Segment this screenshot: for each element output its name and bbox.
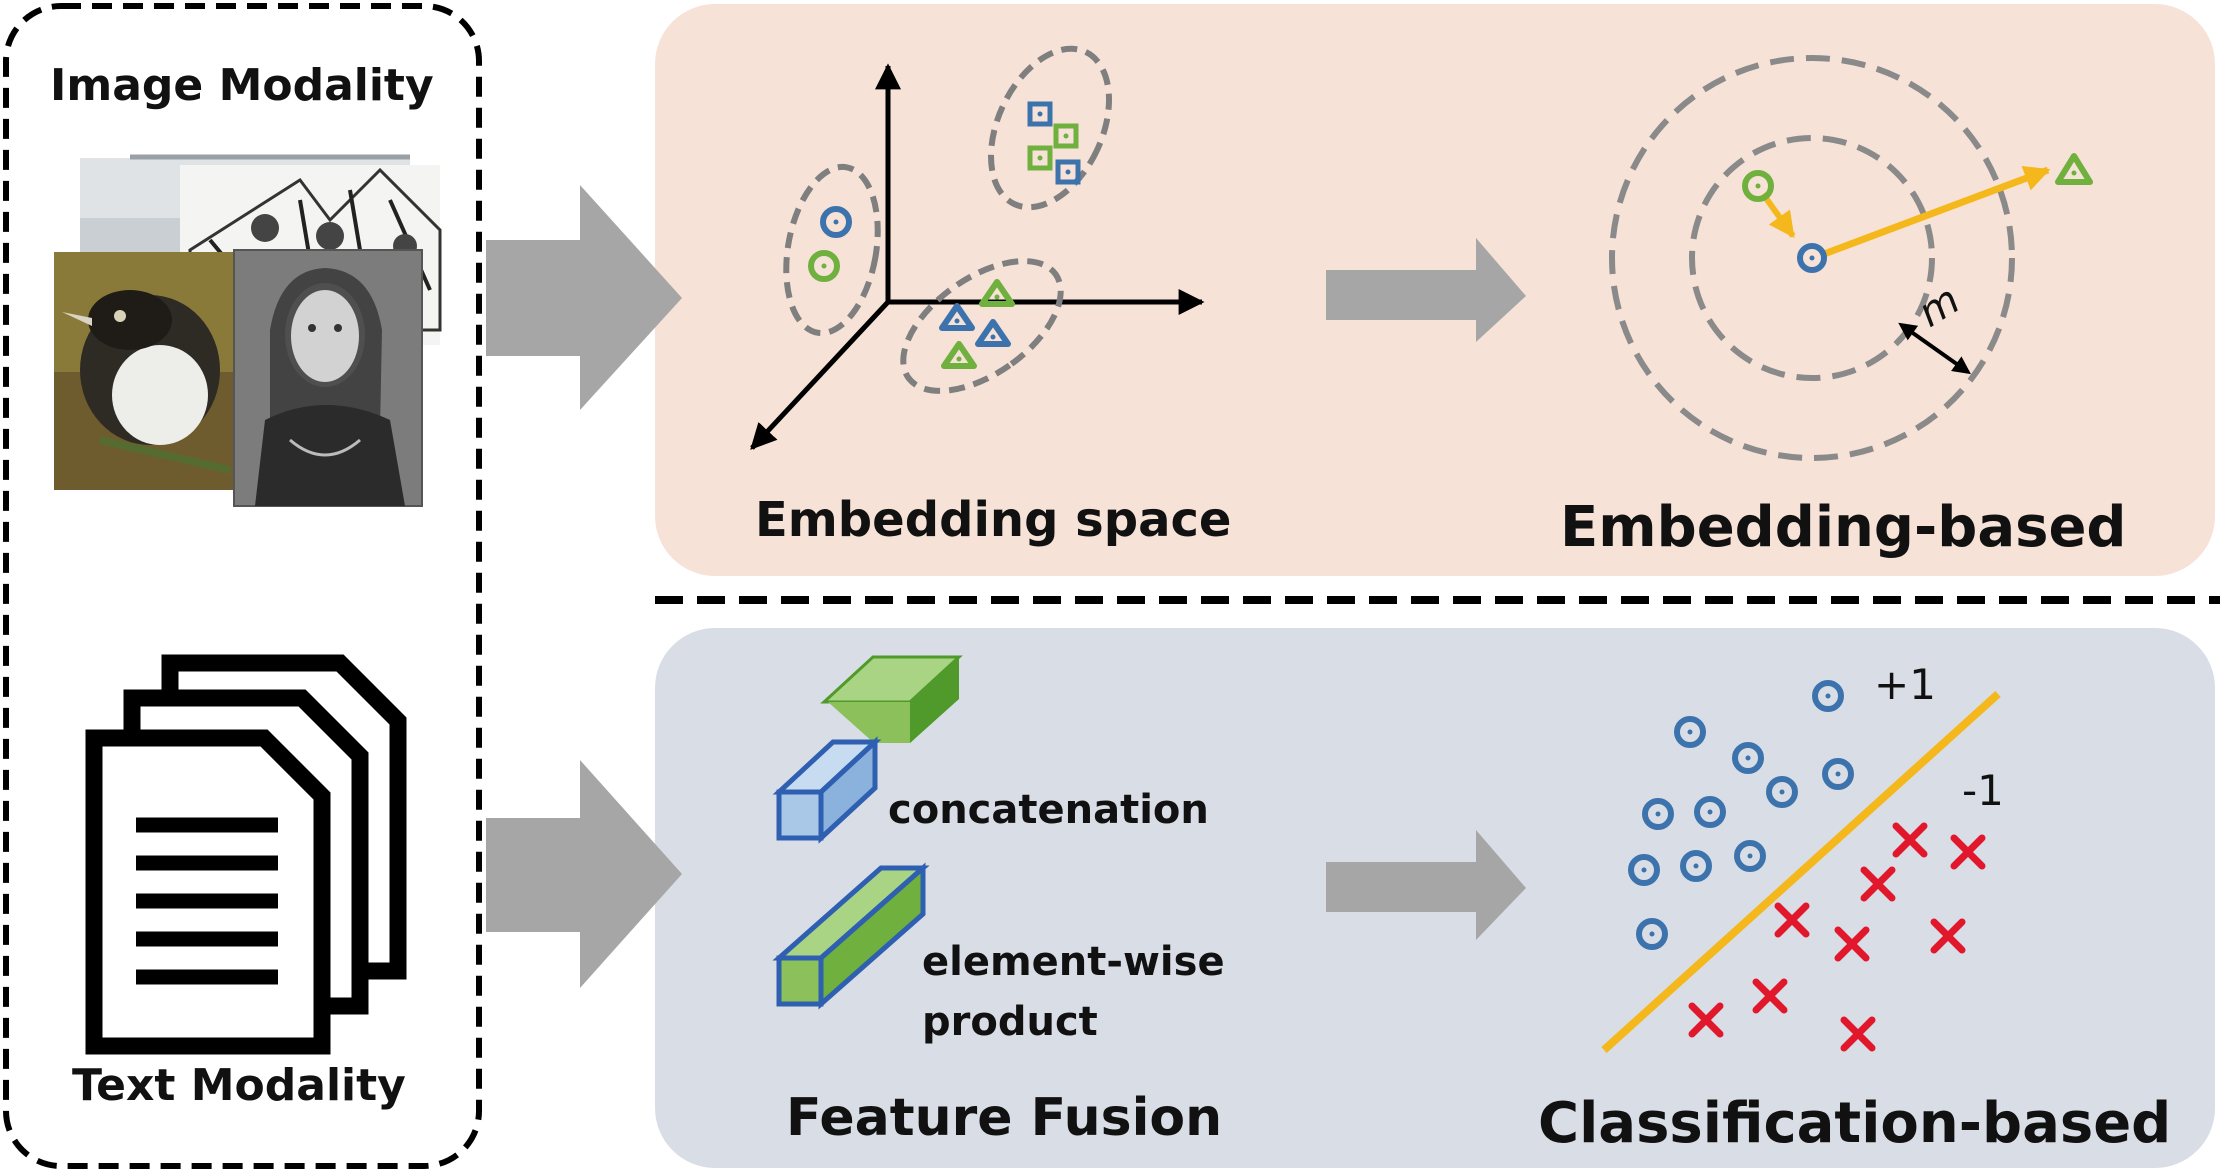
positive-point	[1732, 742, 1764, 774]
positive-point	[1734, 840, 1766, 872]
image-to-embedding-arrow	[486, 185, 682, 410]
positive-point-dot	[1641, 867, 1647, 873]
cluster-squares	[987, 45, 1113, 211]
positive-point	[1680, 850, 1712, 882]
negative-point	[1840, 1016, 1876, 1052]
embedding-based-label: Embedding-based	[1560, 495, 2127, 560]
positive-point-dot	[1655, 811, 1661, 817]
decision-boundary	[1601, 691, 2001, 1053]
positive-point	[1636, 918, 1668, 950]
concat-block	[772, 655, 963, 844]
concatenation-label: concatenation	[888, 787, 1209, 833]
negative-point	[1774, 902, 1810, 938]
negative-point	[1834, 926, 1870, 962]
image-modality-title: Image Modality	[50, 60, 434, 111]
cluster-markers	[808, 101, 1081, 369]
negative-class-label: -1	[1962, 766, 2004, 815]
positive-point-dot	[1747, 853, 1753, 859]
positive-point-dot	[1779, 789, 1785, 795]
positive-point-dot	[1835, 771, 1841, 777]
positive-points	[1628, 680, 1854, 950]
margin-diagram	[1609, 55, 2093, 461]
document-stack-icon	[85, 654, 407, 1055]
positive-point-dot	[1707, 809, 1713, 815]
positive-point	[1694, 796, 1726, 828]
negative-point	[1688, 1002, 1724, 1038]
negative-point	[1892, 822, 1928, 858]
text-to-fusion-arrow	[486, 760, 682, 988]
positive-class-label: +1	[1874, 660, 1936, 709]
negative-point	[1930, 918, 1966, 954]
positive-point	[1812, 680, 1844, 712]
positive-point	[1822, 758, 1854, 790]
element-wise-label: element-wise	[922, 939, 1225, 985]
feature-fusion-label: Feature Fusion	[786, 1088, 1223, 1148]
negative-point	[1950, 834, 1986, 870]
negative-point	[1860, 866, 1896, 902]
embedding-inner-arrow	[1326, 238, 1526, 342]
positive-point-dot	[1745, 755, 1751, 761]
positive-point-dot	[1649, 931, 1655, 937]
positive-point-dot	[1825, 693, 1831, 699]
product-block	[772, 862, 930, 1010]
positive-point	[1642, 798, 1674, 830]
positive-point	[1628, 854, 1660, 886]
text-modality-title: Text Modality	[72, 1060, 406, 1111]
negative-points	[1688, 822, 1986, 1052]
negative-point	[1752, 978, 1788, 1014]
fusion-inner-arrow	[1326, 830, 1526, 940]
positive-point	[1674, 716, 1706, 748]
positive-point-dot	[1693, 863, 1699, 869]
cluster-circles	[783, 163, 881, 337]
image-collage	[54, 154, 442, 507]
positive-point-dot	[1687, 729, 1693, 735]
modality-box	[3, 3, 482, 1169]
classification-based-label: Classification-based	[1538, 1091, 2172, 1156]
product-label: product	[922, 999, 1098, 1045]
positive-point	[1766, 776, 1798, 808]
cluster-triangles	[900, 258, 1064, 394]
embedding-axes	[750, 63, 1205, 450]
embedding-space-label: Embedding space	[755, 492, 1232, 548]
